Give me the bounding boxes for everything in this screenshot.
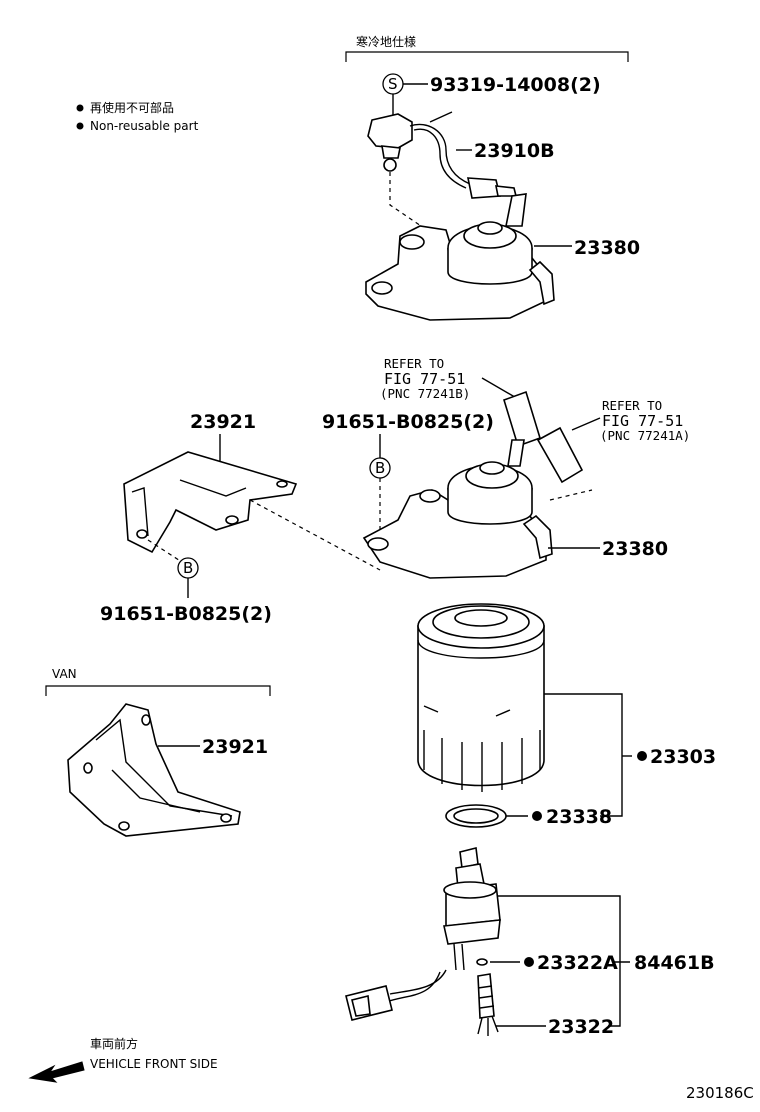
- arrow-left-icon: [28, 1061, 85, 1083]
- van-section: VAN 23921: [45, 667, 271, 837]
- part-23910B: 23910B: [474, 140, 555, 162]
- middle-section: REFER TO FIG 77-51 (PNC 77241B) REFER TO…: [100, 356, 690, 625]
- legend-en: Non-reusable part: [90, 119, 199, 133]
- ref-upper-line2: FIG 77-51: [384, 370, 465, 388]
- cold-area-section: 寒冷地仕様 S 93319-14008(2) 23910B: [345, 34, 640, 321]
- bracket-23921-drawing: [123, 451, 298, 554]
- fuel-hose-drawing: [503, 390, 584, 484]
- leader-line: [544, 693, 623, 817]
- part-84461B: 84461B: [634, 952, 715, 974]
- leader-line: [571, 417, 601, 431]
- vehicle-front-indicator: 車両前方 VEHICLE FRONT SIDE: [28, 1036, 218, 1083]
- fuel-filter-drawing: [417, 603, 545, 792]
- o-ring-drawing: [476, 958, 488, 966]
- legend-dot-icon: [76, 104, 84, 112]
- vehicle-front-jp: 車両前方: [90, 1036, 138, 1051]
- water-sensor-drawing: [367, 111, 518, 199]
- vehicle-front-en: VEHICLE FRONT SIDE: [90, 1057, 218, 1071]
- part-23380-mid: 23380: [602, 538, 668, 560]
- part-91651-left: 91651-B0825(2): [100, 603, 272, 625]
- filter-section: 23303 23338: [417, 603, 716, 828]
- alignment-dashed-line: [389, 172, 431, 233]
- ref-right-line2: FIG 77-51: [602, 412, 683, 430]
- part-93319: 93319-14008(2): [430, 74, 601, 96]
- cold-area-bracket: [345, 51, 629, 62]
- b-symbol-label: B: [183, 559, 193, 577]
- b-symbol-label: B: [375, 459, 385, 477]
- legend-jp: 再使用不可部品: [90, 100, 174, 115]
- figure-id: 230186C: [686, 1084, 754, 1102]
- part-23322A: 23322A: [537, 952, 618, 974]
- part-23303: 23303: [650, 746, 716, 768]
- ref-upper-line1: REFER TO: [384, 356, 444, 371]
- ref-right-line1: REFER TO: [602, 398, 662, 413]
- legend-dot-icon: [76, 122, 84, 130]
- s-symbol-label: S: [388, 75, 398, 93]
- part-23921-top: 23921: [190, 411, 256, 433]
- filter-head-top-drawing: [365, 193, 555, 321]
- part-23921-van: 23921: [202, 736, 268, 758]
- van-label: VAN: [52, 667, 77, 681]
- part-23338: 23338: [546, 806, 612, 828]
- part-23380-top: 23380: [574, 237, 640, 259]
- warning-switch-drawing: [345, 847, 501, 1021]
- part-23322: 23322: [548, 1016, 614, 1038]
- van-bracket: [45, 685, 271, 696]
- leader-line: [498, 895, 621, 1027]
- part-91651-mid: 91651-B0825(2): [322, 411, 494, 433]
- gasket-inner: [453, 808, 499, 824]
- ref-right-line3: (PNC 77241A): [600, 428, 690, 443]
- non-reusable-dot-icon: [532, 811, 542, 821]
- alignment-dashed-line: [549, 489, 593, 501]
- non-reusable-dot-icon: [524, 957, 534, 967]
- cold-area-label: 寒冷地仕様: [356, 34, 416, 49]
- drain-plug-drawing: [477, 973, 499, 1036]
- ref-upper-line3: (PNC 77241B): [380, 386, 470, 401]
- non-reusable-dot-icon: [637, 751, 647, 761]
- bracket-van-drawing: [67, 703, 241, 837]
- legend: 再使用不可部品 Non-reusable part: [76, 100, 199, 133]
- alignment-dashed-line: [249, 499, 381, 571]
- filter-head-mid-drawing: [362, 439, 553, 579]
- sensor-section: 23322A 84461B 23322: [345, 847, 715, 1038]
